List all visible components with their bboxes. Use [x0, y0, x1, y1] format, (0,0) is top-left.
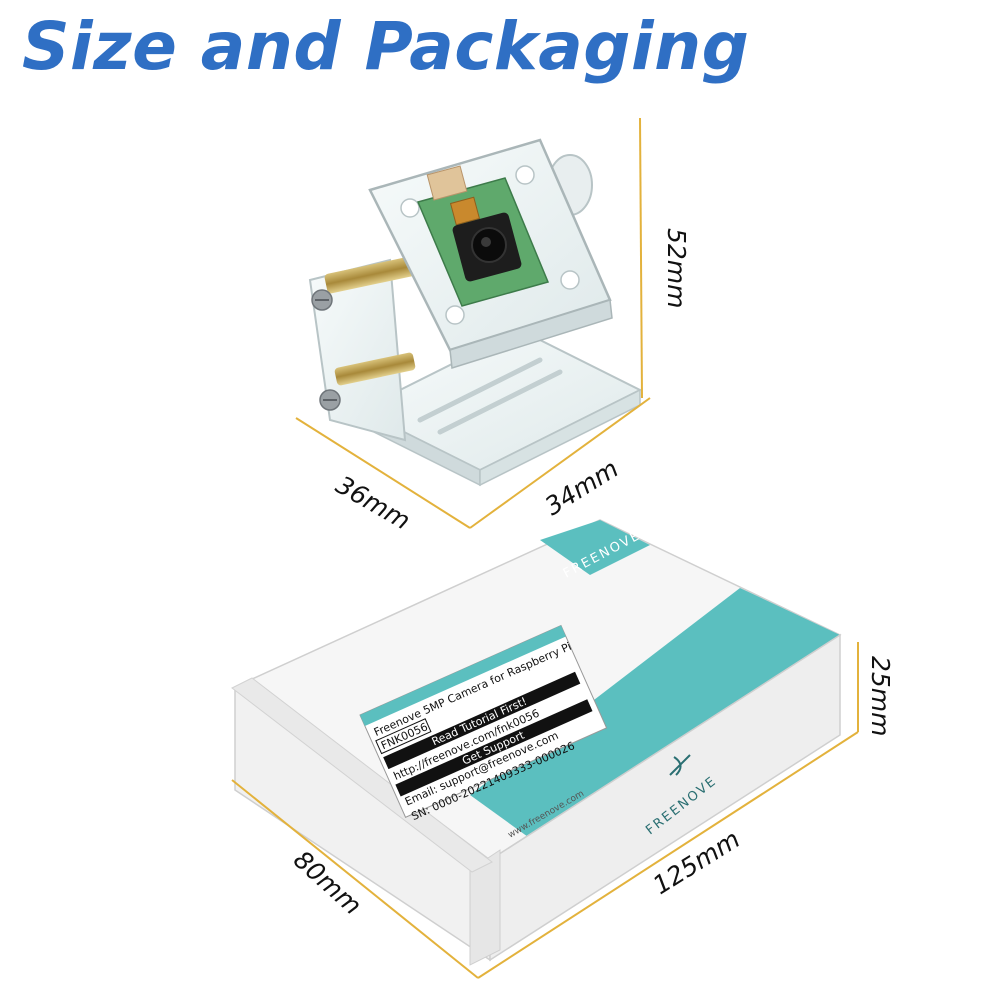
- camera-height-label: 52mm: [662, 228, 691, 309]
- page-title: Size and Packaging: [22, 8, 750, 85]
- camera-depth-label: 34mm: [540, 454, 624, 521]
- freenove-logo-icon: [669, 754, 691, 776]
- box-height-label: 25mm: [866, 656, 895, 737]
- box-dimension-lines: [231, 642, 859, 979]
- camera-module-image: [308, 138, 643, 487]
- camera-width-label: 36mm: [331, 470, 415, 535]
- camera-dimension-lines: [295, 117, 651, 529]
